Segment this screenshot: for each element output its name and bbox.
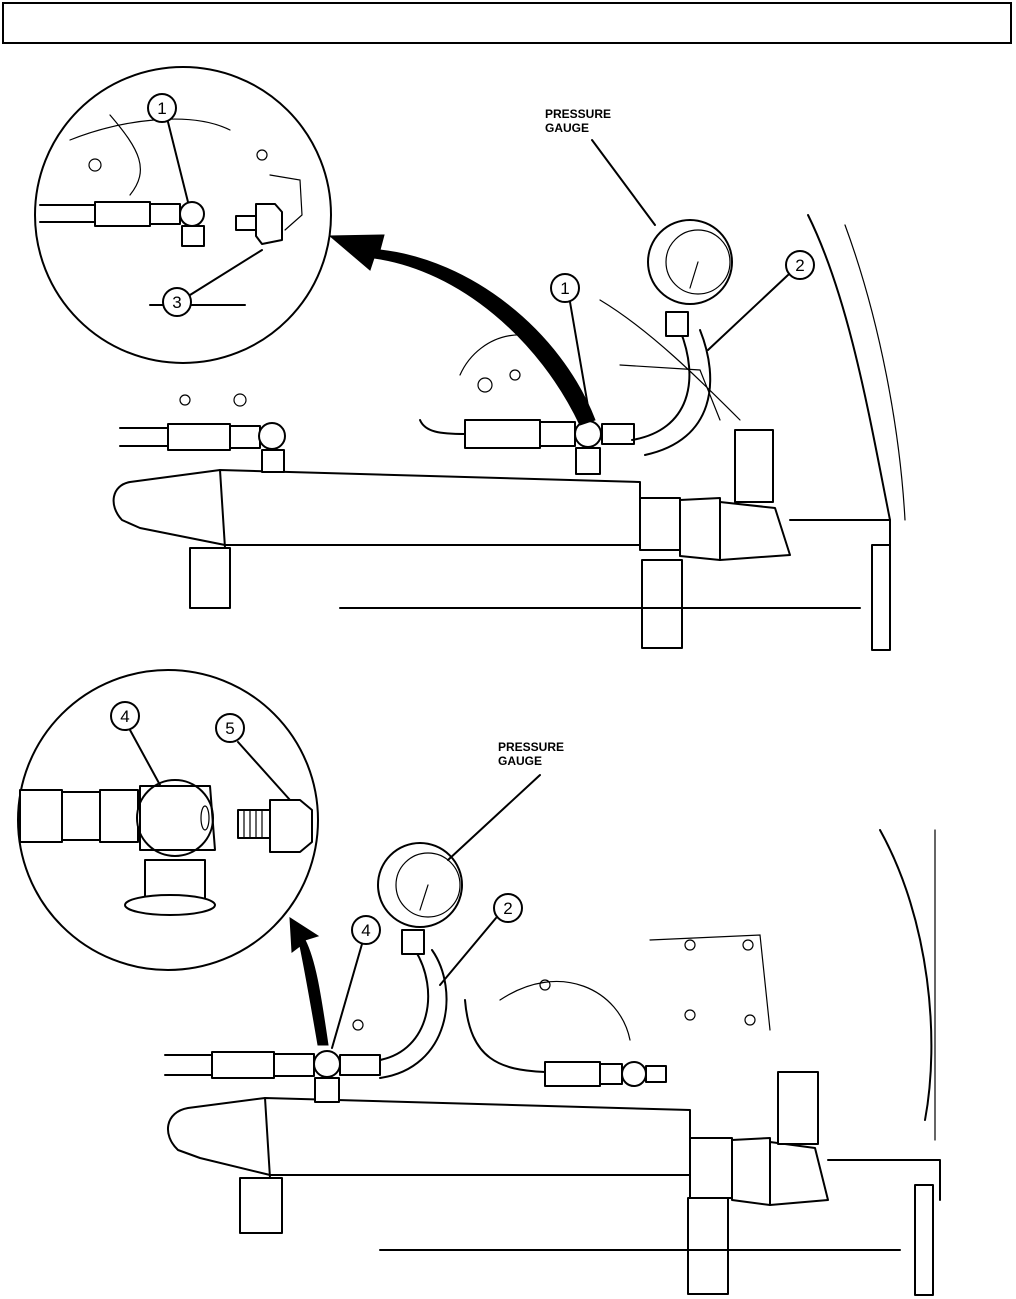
housing-outline — [808, 215, 890, 520]
tee-fitting — [314, 1051, 340, 1077]
pressure-gauge — [378, 843, 462, 927]
riser-pipe — [778, 1072, 818, 1144]
detail-tee-base — [145, 860, 205, 900]
left-hose — [120, 428, 170, 446]
hose-fitting — [168, 424, 230, 450]
support-bracket-2 — [688, 1198, 728, 1294]
detail-tee-base — [182, 226, 204, 246]
tee-fitting — [575, 421, 601, 447]
detail-nut-2 — [100, 790, 138, 842]
middle-line — [420, 420, 465, 434]
plug-head — [270, 800, 312, 852]
detail-tee-flange — [125, 895, 215, 915]
gauge-hose — [380, 950, 428, 1060]
right-hose — [465, 1000, 545, 1072]
adapter — [340, 1055, 380, 1075]
engine-detail-2 — [500, 981, 630, 1040]
bottom-view: 4 5 4 2 PRESSURE GAUGE — [18, 670, 940, 1295]
coupling-2 — [732, 1138, 770, 1205]
housing-outline — [880, 830, 931, 1120]
detail-arrow — [330, 235, 595, 425]
svg-text:2: 2 — [795, 256, 804, 275]
coupling — [640, 498, 680, 550]
gauge-leader — [592, 140, 655, 225]
svg-text:2: 2 — [503, 899, 512, 918]
hose-clamp — [720, 502, 790, 560]
support-bracket — [240, 1178, 282, 1233]
housing-outline-2 — [845, 225, 905, 520]
gauge-stem — [666, 312, 688, 336]
valve — [256, 204, 282, 244]
hex-nut-2 — [600, 1064, 622, 1084]
detail-tee-outline — [140, 786, 215, 850]
gauge-label-line2: GAUGE — [545, 121, 589, 135]
detail-nut — [150, 204, 180, 224]
bolt — [510, 370, 520, 380]
gauge-hose — [632, 330, 689, 440]
hose-clamp — [770, 1142, 828, 1205]
elbow-fitting — [259, 423, 285, 449]
svg-text:3: 3 — [172, 293, 181, 312]
bolt — [743, 940, 753, 950]
elbow-fitting — [622, 1062, 646, 1086]
tee-base — [315, 1078, 339, 1102]
detail-circle-bottom — [18, 670, 318, 970]
adapter — [602, 424, 634, 444]
svg-text:4: 4 — [120, 707, 129, 726]
detail-circle-top — [35, 67, 331, 363]
cooler-tube — [168, 1098, 690, 1175]
coupling-2 — [680, 498, 720, 560]
plug — [236, 216, 256, 230]
pressure-gauge — [648, 220, 732, 304]
detail-hose-end — [20, 790, 62, 842]
bolt — [685, 1010, 695, 1020]
detail-nut — [62, 792, 100, 840]
svg-text:4: 4 — [361, 921, 370, 940]
hose-fitting — [212, 1052, 274, 1078]
hose-fitting-2 — [545, 1062, 600, 1086]
bolt — [234, 394, 246, 406]
svg-text:1: 1 — [157, 99, 166, 118]
gauge-label-line1: PRESSURE — [545, 107, 611, 121]
gauge-hose-2 — [645, 330, 710, 455]
valve-stem — [646, 1066, 666, 1082]
riser-pipe — [735, 430, 773, 502]
elbow-base — [262, 450, 284, 472]
support-post — [915, 1185, 933, 1295]
bolt — [685, 940, 695, 950]
gauge-label-line1: PRESSURE — [498, 740, 564, 754]
gauge-label-line2: GAUGE — [498, 754, 542, 768]
bolt — [353, 1020, 363, 1030]
svg-text:1: 1 — [560, 279, 569, 298]
top-view: 1 3 1 2 PRESSURE GAUGE — [35, 67, 905, 650]
detail-arrow — [290, 918, 328, 1045]
coupling — [690, 1138, 732, 1198]
hex-nut — [274, 1054, 314, 1076]
tee-base — [576, 448, 600, 474]
support-bracket — [190, 548, 230, 608]
support-post — [872, 545, 890, 650]
hex-nut — [230, 426, 260, 448]
detail-tee — [180, 202, 204, 226]
bolt — [180, 395, 190, 405]
svg-text:5: 5 — [225, 719, 234, 738]
bolt — [478, 378, 492, 392]
plug-threads — [238, 810, 270, 838]
detail-fitting — [95, 202, 150, 226]
callout-4-main: 4 — [332, 916, 380, 1048]
gauge-leader — [448, 775, 540, 860]
gauge-hose-2 — [380, 950, 447, 1078]
support-bracket-2 — [642, 560, 682, 648]
gauge-stem — [402, 930, 424, 954]
bolt — [745, 1015, 755, 1025]
left-hose — [165, 1055, 215, 1075]
hex-nut-2 — [540, 422, 575, 446]
cooler-tube — [114, 470, 640, 545]
hose-fitting-2 — [465, 420, 540, 448]
